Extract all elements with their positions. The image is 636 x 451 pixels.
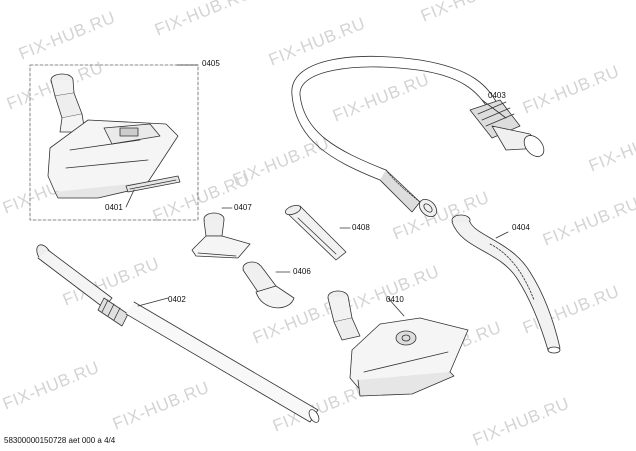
diagram-footer-code: 58300000150728 aet 000 a 4/4 <box>4 436 116 445</box>
group-frame <box>29 64 199 221</box>
part-label-0404: 0404 <box>512 223 530 232</box>
brush-strip <box>125 175 181 193</box>
part-label-0406: 0406 <box>293 267 311 276</box>
part-label-0402: 0402 <box>168 295 186 304</box>
part-label-0401: 0401 <box>105 203 123 212</box>
turbo-nozzle <box>327 290 469 397</box>
suction-hose <box>291 55 545 218</box>
part-label-0407: 0407 <box>234 203 252 212</box>
floor-brush-nozzle <box>47 73 179 199</box>
handle-bend <box>451 214 561 354</box>
part-label-0405: 0405 <box>202 59 220 68</box>
part-label-0410: 0410 <box>386 295 404 304</box>
part-label-0403: 0403 <box>488 91 506 100</box>
crevice-tool <box>284 204 347 261</box>
small-nozzle <box>242 261 295 309</box>
telescopic-tube <box>36 244 320 423</box>
part-label-0408: 0408 <box>352 223 370 232</box>
upholstery-nozzle <box>191 212 251 259</box>
